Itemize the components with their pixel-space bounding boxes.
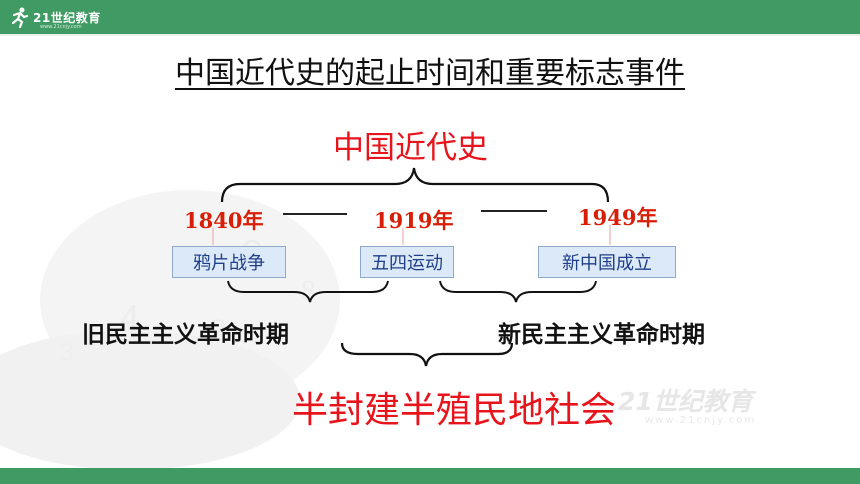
svg-text:3: 3 <box>60 341 74 366</box>
event-label: 新中国成立 <box>562 253 652 274</box>
logo-text: 21世纪教育 <box>33 10 101 25</box>
event-opium-war: 鸦片战争 <box>172 246 286 278</box>
logo-subtext: www.21cnjy.com <box>40 24 82 30</box>
event-label: 五四运动 <box>371 253 443 274</box>
society-brace <box>340 342 514 367</box>
event-may-fourth: 五四运动 <box>360 246 454 278</box>
modern-history-label: 中国近代史 <box>333 130 488 166</box>
year-1949: 1949年 <box>578 205 658 230</box>
svg-text:4: 4 <box>120 299 142 339</box>
watermark-logo: 21世纪教育 <box>618 387 753 416</box>
svg-text:2: 2 <box>210 314 228 347</box>
brand-logo: 21世纪教育 <box>8 5 101 29</box>
event-label: 鸦片战争 <box>193 253 265 274</box>
footer-bar <box>0 468 860 484</box>
watermark-subtext: www.21cnjy.com <box>645 415 757 426</box>
left-period-brace <box>227 280 389 303</box>
right-period-brace <box>439 280 597 303</box>
page-title: 中国近代史的起止时间和重要标志事件 <box>0 48 860 92</box>
year-1840: 1840年 <box>184 208 264 233</box>
header-divider <box>0 34 860 36</box>
svg-text:8: 8 <box>300 277 317 307</box>
top-brace <box>220 167 610 203</box>
society-label: 半封建半殖民地社会 <box>292 390 617 431</box>
page-title-text: 中国近代史的起止时间和重要标志事件 <box>175 56 685 91</box>
year-1919: 1919年 <box>374 208 454 233</box>
header-bar <box>0 0 860 34</box>
running-figure-icon <box>11 7 29 28</box>
event-prc-founding: 新中国成立 <box>538 246 676 278</box>
new-democratic-period: 新民主主义革命时期 <box>498 322 705 348</box>
old-democratic-period: 旧民主主义革命时期 <box>82 322 289 348</box>
